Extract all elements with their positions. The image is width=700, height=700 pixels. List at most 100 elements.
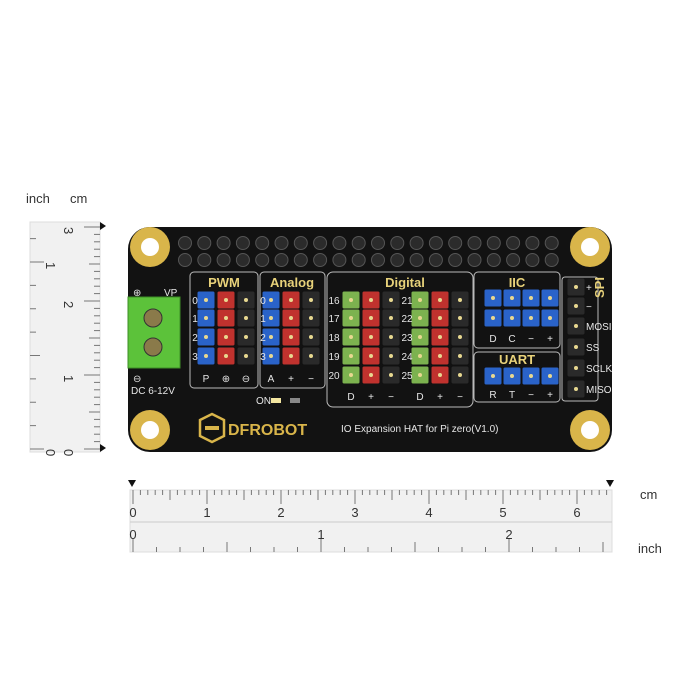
gpio-pin: [428, 253, 443, 267]
gpio-pin: [293, 236, 308, 250]
pin-tip: [529, 374, 533, 378]
gpio-pin: [544, 253, 559, 267]
pin-tip: [418, 354, 422, 358]
gpio-pin: [506, 253, 521, 267]
gpio-pin: [235, 236, 250, 250]
gpio-pin: [332, 253, 347, 267]
pin-tip: [574, 285, 578, 289]
analog-row-label: 1: [260, 314, 266, 325]
pin-tip: [438, 354, 442, 358]
pin-tip: [289, 316, 293, 320]
digital-row-label: 20: [328, 371, 340, 382]
pin-tip: [389, 316, 393, 320]
digital-footer-label: D: [347, 392, 354, 403]
pin-tip: [309, 298, 313, 302]
gpio-pin: [351, 253, 366, 267]
pin-tip: [458, 335, 462, 339]
gpio-pin: [371, 253, 385, 267]
analog-footer-label: +: [288, 374, 294, 385]
pin-tip: [204, 354, 208, 358]
pin-tip: [369, 298, 373, 302]
pin-tip: [418, 298, 422, 302]
mounting-hole-center: [581, 238, 599, 256]
pin-tip: [438, 373, 442, 377]
dfrobot-logo: DFROBOT: [198, 412, 307, 444]
brand-text: DFROBOT: [228, 422, 307, 439]
ruler-label-cm: 1: [203, 505, 210, 520]
digital-row-label: 22: [401, 314, 413, 325]
digital-footer-label: D: [416, 392, 423, 403]
digital-row-label: 18: [328, 333, 340, 344]
gpio-pin: [274, 236, 289, 250]
digital-title: Digital: [385, 275, 425, 290]
gpio-pin: [197, 236, 212, 250]
gpio-pin: [197, 253, 212, 267]
pin-tip: [389, 298, 393, 302]
pin-tip: [574, 324, 578, 328]
pwm-row-label: 3: [192, 352, 198, 363]
iic-footer-label: +: [547, 334, 553, 345]
iic-footer-label: −: [528, 334, 534, 345]
pin-tip: [369, 316, 373, 320]
digital-row-label: 19: [328, 352, 340, 363]
gpio-pin: [371, 236, 385, 250]
digital-row-label: 17: [328, 314, 340, 325]
spi-pin-label: −: [586, 302, 592, 313]
pin-tip: [458, 298, 462, 302]
pin-tip: [309, 354, 313, 358]
pin-tip: [510, 374, 514, 378]
gpio-pin: [313, 253, 328, 267]
pcb-board: ⊕ VP ⊖ DC 6-12V PWM Analog Digital IIC U…: [127, 227, 612, 452]
pin-tip: [369, 373, 373, 377]
led-on-label: ON: [256, 396, 271, 407]
pin-tip: [438, 316, 442, 320]
gpio-pin: [351, 236, 366, 250]
pin-tip: [224, 354, 228, 358]
digital-row-label: 25: [401, 371, 413, 382]
uart-footer-label: R: [489, 390, 496, 401]
analog-row-label: 3: [260, 352, 266, 363]
pin-tip: [204, 316, 208, 320]
digital-footer-label: −: [388, 392, 394, 403]
pin-tip: [244, 354, 248, 358]
gpio-pin: [313, 236, 328, 250]
pin-tip: [369, 335, 373, 339]
ruler-label-cm: 6: [573, 505, 580, 520]
pin-tip: [349, 335, 353, 339]
pin-tip: [491, 374, 495, 378]
gpio-pin: [255, 253, 270, 267]
pin-tip: [269, 335, 273, 339]
gpio-pin: [235, 253, 250, 267]
pwm-title: PWM: [208, 275, 240, 290]
spi-pin-label: MOSI: [586, 322, 612, 333]
mounting-hole-center: [141, 238, 159, 256]
gpio-pin: [178, 236, 192, 250]
iic-footer-label: C: [508, 334, 515, 345]
product-name: IO Expansion HAT for Pi zero(V1.0): [341, 424, 498, 435]
digital-footer-label: +: [368, 392, 374, 403]
uart-footer-label: −: [528, 390, 534, 401]
pin-tip: [309, 316, 313, 320]
gpio-pin: [332, 236, 347, 250]
power-voltage-label: DC 6-12V: [131, 386, 175, 397]
pin-tip: [289, 298, 293, 302]
gpio-pin: [409, 253, 424, 267]
gpio-pin: [409, 236, 424, 250]
ruler-label-cm: 2: [277, 505, 284, 520]
pin-tip: [548, 374, 552, 378]
mounting-hole-center: [141, 421, 159, 439]
gpio-pin: [544, 236, 559, 250]
ruler-unit-cm: cm: [70, 191, 87, 206]
uart-title: UART: [499, 352, 535, 367]
pin-tip: [349, 316, 353, 320]
gpio-pin: [216, 253, 231, 267]
pin-tip: [574, 345, 578, 349]
pwm-row-label: 2: [192, 333, 198, 344]
pin-tip: [269, 298, 273, 302]
pin-tip: [418, 316, 422, 320]
terminal-block: [127, 296, 181, 369]
gpio-pin: [448, 253, 463, 267]
pin-tip: [491, 316, 495, 320]
spi-pin-label: SCLK: [586, 364, 612, 375]
